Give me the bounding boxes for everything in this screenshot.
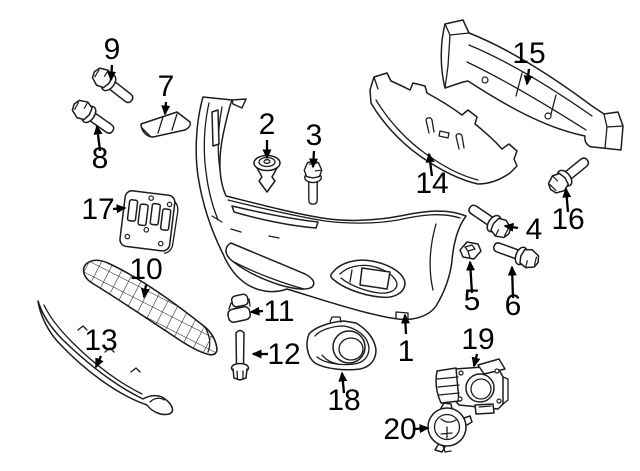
callout-14-arrow — [425, 152, 435, 177]
callout-17-arrow — [112, 204, 127, 214]
callout-11-arrow — [249, 306, 264, 316]
part-energy-absorber — [369, 72, 518, 185]
part-sensor-retainer — [427, 402, 473, 453]
part-bolt-9 — [87, 63, 139, 109]
callout-3-arrow — [309, 150, 319, 169]
callout-8-label[interactable]: 8 — [92, 142, 109, 175]
callout-4-arrow — [503, 222, 519, 232]
callout-5-label[interactable]: 5 — [464, 284, 481, 317]
callout-9-arrow — [107, 64, 117, 82]
callout-4-label[interactable]: 4 — [526, 213, 543, 246]
part-bolt-3 — [303, 160, 323, 205]
callout-5-arrow — [466, 260, 476, 294]
callout-7-label[interactable]: 7 — [158, 70, 175, 103]
part-park-sensor — [435, 358, 509, 415]
callout-16-label[interactable]: 16 — [551, 203, 584, 236]
part-bolt-4 — [463, 198, 516, 243]
part-clip-5 — [459, 241, 482, 260]
callout-10-arrow — [140, 284, 150, 299]
callout-19-arrow — [471, 353, 481, 368]
callout-1-label[interactable]: 1 — [398, 335, 415, 368]
callout-6-label[interactable]: 6 — [505, 289, 522, 322]
part-push-clip-2 — [253, 154, 281, 193]
part-screw-12 — [230, 329, 250, 381]
callout-8-arrow — [93, 124, 103, 152]
part-lower-valance — [37, 300, 174, 416]
part-lower-grille — [82, 259, 218, 356]
callout-arrows — [93, 64, 572, 434]
part-front-bumper-cover — [195, 96, 467, 321]
callout-1-arrow — [400, 313, 410, 335]
part-seal-pad-7 — [140, 111, 191, 138]
callout-6-arrow — [507, 265, 517, 299]
callout-11-label[interactable]: 11 — [263, 295, 294, 328]
callout-19-label[interactable]: 19 — [461, 323, 494, 356]
callout-13-label[interactable]: 13 — [84, 324, 117, 357]
part-fog-lamp-bezel — [306, 316, 377, 371]
part-bolt-16 — [543, 151, 594, 198]
callout-2-label[interactable]: 2 — [259, 108, 276, 141]
callout-13-arrow — [94, 355, 104, 369]
callout-20-arrow — [414, 424, 430, 434]
part-bolt-8 — [67, 95, 119, 140]
callout-17-label[interactable]: 17 — [81, 193, 114, 226]
callout-15-label[interactable]: 15 — [512, 37, 545, 70]
callout-15-arrow — [523, 68, 533, 86]
callout-labels: 1 2 3 4 5 6 7 8 9 10 11 12 13 14 15 16 1… — [81, 33, 584, 446]
callout-16-arrow — [562, 187, 572, 213]
callout-9-label[interactable]: 9 — [104, 33, 121, 66]
callout-18-label[interactable]: 18 — [327, 384, 360, 417]
callout-14-label[interactable]: 14 — [415, 167, 448, 200]
callout-18-arrow — [338, 371, 348, 394]
callout-3-label[interactable]: 3 — [306, 119, 323, 152]
callout-7-arrow — [161, 101, 171, 116]
callout-12-label[interactable]: 12 — [267, 338, 300, 371]
callout-20-label[interactable]: 20 — [383, 413, 416, 446]
part-license-plate-bracket — [119, 190, 179, 254]
callout-10-label[interactable]: 10 — [129, 253, 162, 286]
part-grommet-11 — [227, 293, 252, 323]
